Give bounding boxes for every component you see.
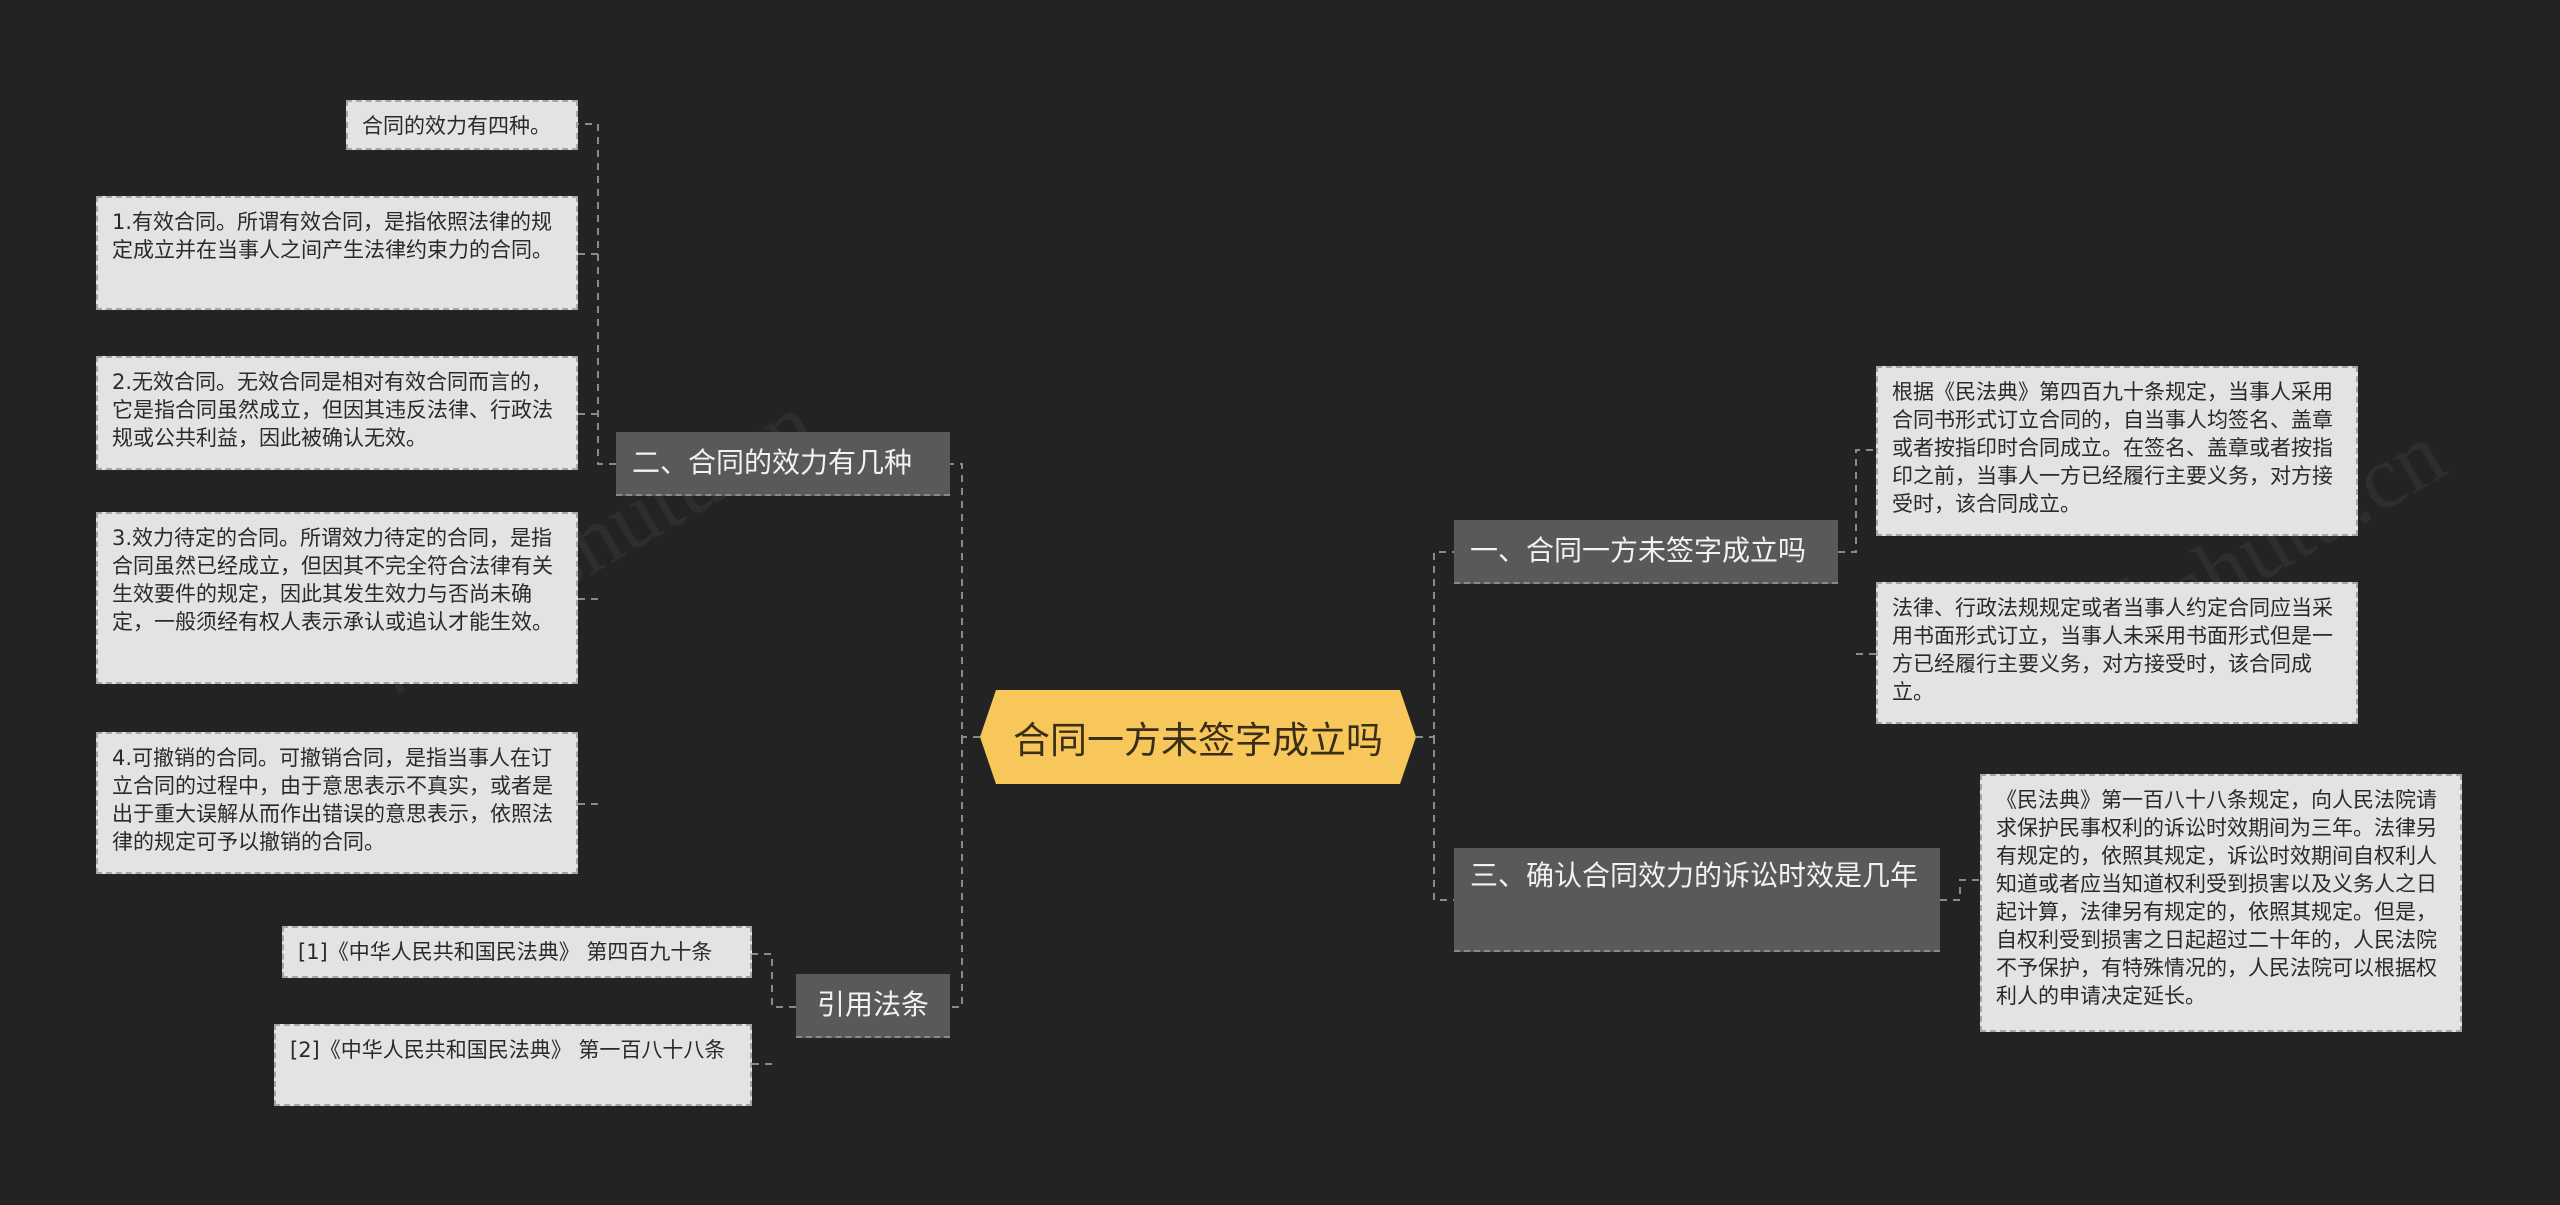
branch-label: 一、合同一方未签字成立吗 — [1470, 534, 1807, 567]
branch-unsigned-contract[interactable]: 一、合同一方未签字成立吗 — [1454, 520, 1838, 584]
leaf-validity-four-types[interactable]: 合同的效力有四种。 — [346, 100, 578, 150]
root-node[interactable]: 合同一方未签字成立吗 — [980, 690, 1416, 784]
leaf-void-contract[interactable]: 2.无效合同。无效合同是相对有效合同而言的，它是指合同虽然成立，但因其违反法律、… — [96, 356, 578, 470]
branch-cited-laws[interactable]: 引用法条 — [796, 974, 950, 1038]
leaf-written-form[interactable]: 法律、行政法规规定或者当事人约定合同应当采用书面形式订立，当事人未采用书面形式但… — [1876, 582, 2358, 724]
root-label: 合同一方未签字成立吗 — [1013, 719, 1383, 762]
leaf-civil-code-188[interactable]: 《民法典》第一百八十八条规定，向人民法院请求保护民事权利的诉讼时效期间为三年。法… — [1980, 774, 2462, 1032]
leaf-citation-2[interactable]: [2]《中华人民共和国民法典》 第一百八十八条 — [274, 1024, 752, 1106]
leaf-voidable-contract[interactable]: 4.可撤销的合同。可撤销合同，是指当事人在订立合同的过程中，由于意思表示不真实，… — [96, 732, 578, 874]
leaf-valid-contract[interactable]: 1.有效合同。所谓有效合同，是指依照法律的规定成立并在当事人之间产生法律约束力的… — [96, 196, 578, 310]
leaf-pending-contract[interactable]: 3.效力待定的合同。所谓效力待定的合同，是指合同虽然已经成立，但因其不完全符合法… — [96, 512, 578, 684]
branch-limitation-period[interactable]: 三、确认合同效力的诉讼时效是几年 — [1454, 848, 1940, 952]
branch-label: 引用法条 — [816, 988, 929, 1021]
leaf-citation-1[interactable]: [1]《中华人民共和国民法典》 第四百九十条 — [282, 926, 752, 978]
branch-label: 三、确认合同效力的诉讼时效是几年 — [1470, 859, 1919, 892]
branch-contract-validity-types[interactable]: 二、合同的效力有几种 — [616, 432, 950, 496]
leaf-civil-code-490[interactable]: 根据《民法典》第四百九十条规定，当事人采用合同书形式订立合同的，自当事人均签名、… — [1876, 366, 2358, 536]
branch-label: 二、合同的效力有几种 — [632, 446, 913, 479]
